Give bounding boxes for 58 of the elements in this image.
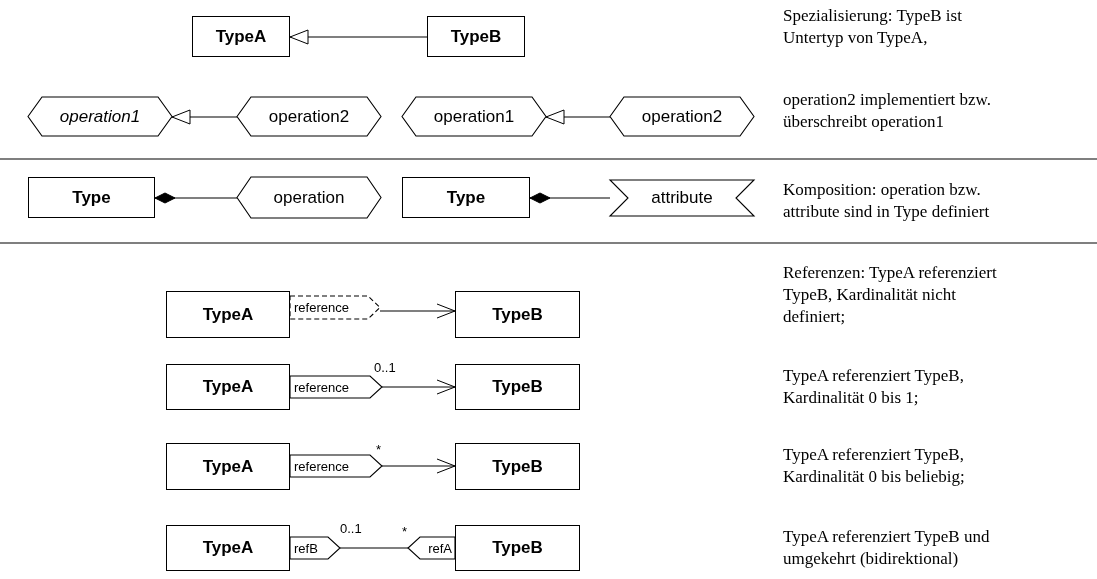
connector-arrow [545, 109, 611, 125]
operation-name: operation2 [641, 106, 723, 127]
role-name: reference [294, 300, 349, 315]
operation-hexagon [402, 97, 546, 136]
role-name: refA [428, 540, 452, 556]
type-name: Type [446, 187, 486, 208]
connector-arrow [171, 109, 238, 125]
type-box [455, 443, 580, 490]
operation-hexagon [28, 97, 172, 136]
multiplicity-label: 0..1 [374, 361, 396, 375]
attribute-banner [610, 180, 754, 216]
role-name: reference [294, 458, 349, 474]
description-text: TypeA referenziert TypeB, Kardinalität 0 bis beliebig; [783, 444, 966, 488]
type-box [28, 177, 155, 218]
type-name: Type [72, 187, 111, 208]
multiplicity-label: * [376, 443, 382, 457]
type-name: TypeA [202, 456, 254, 477]
multiplicity-label: 0..1 [340, 522, 362, 536]
type-name: TypeA [215, 26, 267, 47]
operation-hexagon [237, 177, 381, 218]
role-tag [290, 296, 380, 319]
multiplicity-label: * [402, 525, 408, 539]
role-tag [290, 455, 382, 477]
type-name: TypeB [492, 377, 543, 397]
role-tag [290, 376, 382, 398]
description-text: Komposition: operation bzw. attribute sind in Type definiert [783, 179, 991, 223]
type-box [402, 177, 530, 218]
type-name: TypeA [202, 377, 254, 397]
operation-hexagon [237, 97, 381, 136]
type-name: TypeB [492, 456, 543, 477]
description-text: operation2 implementiert bzw. überschreibt operation1 [783, 89, 993, 133]
operation-name: operation [273, 187, 345, 208]
attribute-name: attribute [651, 188, 713, 208]
connector-arrow [379, 303, 456, 319]
description-text: Spezialisierung: TypeB ist Untertyp von TypeA, [783, 5, 963, 49]
type-name: TypeB [492, 538, 543, 558]
role-tag [290, 537, 340, 559]
operation-name: operation1 [59, 106, 141, 127]
type-box [455, 364, 580, 410]
type-box [192, 16, 290, 57]
description-text: TypeA referenziert TypeB, Kardinalität 0 bis 1; [783, 365, 965, 409]
connector-arrow [381, 458, 456, 474]
description-text: Referenzen: TypeA referenziert TypeB, Kardinalität nicht definiert; [783, 262, 998, 328]
type-name: TypeA [202, 304, 254, 325]
connector-arrow [381, 379, 456, 395]
operation-name: operation1 [433, 106, 515, 127]
role-tag [408, 537, 455, 559]
operation-name: operation2 [268, 106, 350, 127]
type-name: TypeB [450, 26, 502, 47]
role-name: reference [294, 379, 349, 395]
type-name: TypeB [492, 304, 543, 325]
type-box [455, 291, 580, 338]
type-box [427, 16, 525, 57]
description-text: TypeA referenziert TypeB und umgekehrt (bidirektional) [783, 526, 991, 570]
connector-arrow [289, 29, 428, 45]
role-name: refB [294, 540, 318, 556]
type-name: TypeA [202, 538, 254, 558]
operation-hexagon [610, 97, 754, 136]
